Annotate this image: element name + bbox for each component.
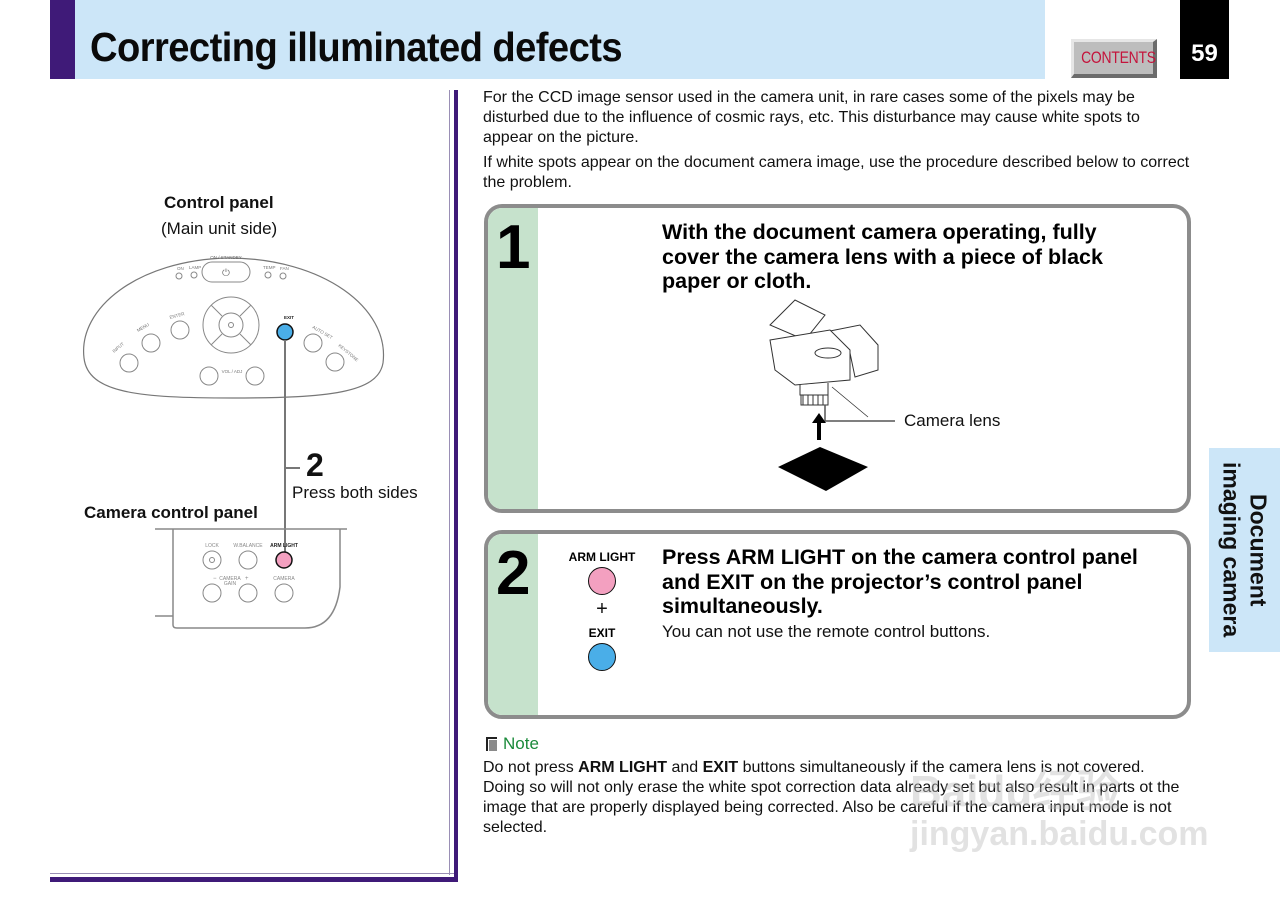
frame-divider-thin (449, 90, 450, 875)
exit-mini-label: EXIT (588, 626, 616, 640)
on-text: ON (177, 266, 184, 271)
svg-text:CAMERA: CAMERA (273, 576, 295, 582)
frame-bottom-thin (50, 873, 454, 874)
gain-minus-button (202, 583, 222, 603)
svg-text:−: − (213, 576, 217, 582)
enter-button (170, 320, 190, 340)
step-2-box: 2 ARM LIGHT + EXIT Press ARM LIGHT on th… (484, 530, 1191, 719)
camera-lens-label: Camera lens (904, 411, 1001, 430)
note-icon (486, 737, 497, 751)
intro-paragraph-1: For the CCD image sensor used in the cam… (483, 89, 1140, 146)
document-camera-illustration (769, 299, 895, 491)
vol-minus-button (199, 366, 219, 386)
on-standby-button (201, 261, 251, 283)
step-2-subtext: You can not use the remote control butto… (662, 622, 991, 641)
note-bold-exit: EXIT (702, 759, 739, 776)
black-paper-shape (778, 447, 868, 491)
on-standby-text: ON / STANDBY (210, 255, 241, 260)
camera-control-panel-illustration: LOCK W.BALANCE ARM LIGHT − CAMERA GAIN +… (155, 528, 347, 629)
note-text-pre: Do not press (483, 759, 579, 776)
exit-button-highlight (276, 323, 294, 341)
arm-light-mini-label: ARM LIGHT (568, 550, 636, 564)
svg-text:GAIN: GAIN (224, 581, 237, 587)
fan-led-icon (279, 272, 287, 280)
svg-text:W.BALANCE: W.BALANCE (233, 543, 263, 549)
side-tab-line1: Document (1245, 493, 1272, 607)
svg-text:ENTER: ENTER (169, 311, 186, 320)
camera-control-panel-label: Camera control panel (84, 503, 258, 522)
vol-plus-button (245, 366, 265, 386)
lens-leader-line (824, 405, 895, 422)
control-panel-sublabel: (Main unit side) (161, 219, 278, 238)
control-panel-label: Control panel (164, 193, 274, 212)
callout-leader-line (284, 340, 286, 555)
note-body: Do not press ARM LIGHT and EXIT buttons … (483, 758, 1183, 838)
step-1-heading: With the document camera operating, full… (662, 220, 1103, 293)
power-icon: ⏻ (222, 268, 230, 279)
callout-leader-tick (286, 467, 300, 469)
arm-light-button-icon (588, 567, 616, 595)
on-led-icon (175, 272, 183, 280)
exit-text: EXIT (284, 315, 294, 320)
contents-button[interactable]: CONTENTS (1071, 39, 1157, 78)
menu-button (141, 333, 161, 353)
step-1-stripe (488, 208, 538, 509)
note-title: Note (503, 734, 539, 753)
header-band (75, 0, 1045, 79)
contents-button-label: CONTENTS (1081, 48, 1156, 67)
page-number-box (1180, 0, 1229, 79)
svg-text:VOL / ADJ: VOL / ADJ (222, 369, 243, 374)
auto-set-button (303, 333, 323, 353)
svg-text:LOCK: LOCK (205, 543, 219, 549)
lamp-text: LAMP (189, 265, 201, 270)
svg-text:MENU: MENU (136, 322, 150, 333)
camera-button (274, 583, 294, 603)
callout-number: 2 (306, 447, 324, 483)
note-bold-arm-light: ARM LIGHT (578, 759, 668, 776)
note-text-post: buttons simultaneously if the camera len… (483, 759, 1180, 836)
temp-led-icon (264, 271, 272, 279)
lamp-led-icon (190, 271, 198, 279)
projector-control-panel-illustration: ON / STANDBY ⏻ ON LAMP TEMP FAN INPUT ME… (83, 255, 385, 399)
frame-bottom-thick (50, 877, 458, 882)
step-2-heading: Press ARM LIGHT on the camera control pa… (662, 545, 1138, 618)
callout-text: Press both sides (292, 483, 418, 502)
keystone-button (325, 352, 345, 372)
step-2-number: 2 (496, 539, 531, 608)
arm-light-button-highlight (275, 551, 293, 569)
svg-text:+: + (245, 576, 249, 582)
step-2-stripe (488, 534, 538, 715)
header-accent-bar (50, 0, 75, 79)
gain-plus-button (238, 583, 258, 603)
page-number: 59 (1191, 40, 1218, 67)
step-1-number: 1 (496, 213, 531, 282)
w-balance-button (238, 550, 258, 570)
temp-text: TEMP (263, 265, 276, 270)
page-title: Correcting illuminated defects (90, 24, 623, 70)
intro-paragraph-2: If white spots appear on the document ca… (483, 154, 1190, 191)
svg-text:ARM LIGHT: ARM LIGHT (270, 543, 298, 549)
fan-text: FAN (280, 266, 289, 271)
input-button (119, 353, 139, 373)
plus-sign: + (596, 598, 608, 620)
note-text-mid: and (667, 759, 703, 776)
svg-text:CAMERA: CAMERA (219, 576, 241, 582)
frame-divider-thick (454, 90, 458, 882)
exit-button-icon (588, 643, 616, 671)
section-side-tab[interactable] (1209, 448, 1280, 652)
up-arrow-icon (812, 413, 826, 440)
side-tab-line2: imaging camera (1218, 462, 1245, 638)
